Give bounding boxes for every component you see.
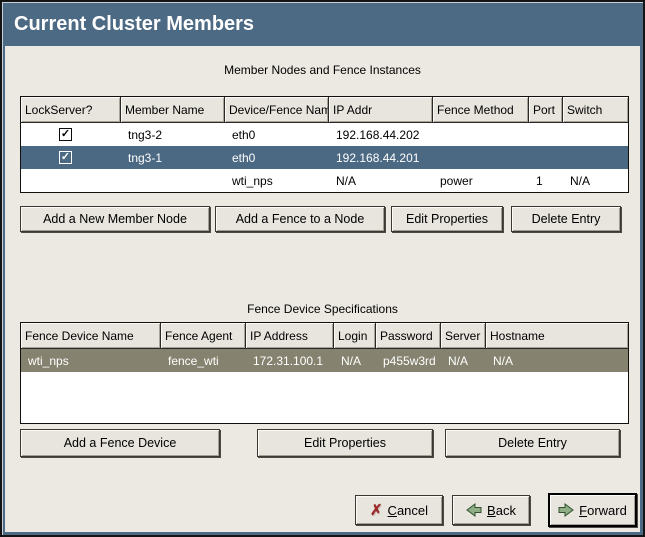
title-bar: Current Cluster Members bbox=[2, 2, 643, 46]
fence-delete-entry-button[interactable]: Delete Entry bbox=[445, 429, 620, 457]
add-fence-to-node-label: Add a Fence to a Node bbox=[235, 212, 365, 226]
ip-addr-cell: N/A bbox=[336, 173, 357, 188]
lockserver-cell bbox=[21, 151, 121, 164]
fence-column-ip-address[interactable]: IP Address bbox=[246, 323, 334, 349]
member-table-header: LockServer? Member Name Device/Fence Nam… bbox=[21, 97, 628, 123]
fence-table: Fence Device Name Fence Agent IP Address… bbox=[20, 322, 629, 424]
fence-table-header: Fence Device Name Fence Agent IP Address… bbox=[21, 323, 628, 349]
member-name-cell: tng3-2 bbox=[128, 127, 163, 142]
page-title: Current Cluster Members bbox=[14, 12, 255, 35]
switch-cell: N/A bbox=[570, 173, 591, 188]
fence-delete-entry-label: Delete Entry bbox=[498, 436, 567, 450]
fence-column-password[interactable]: Password bbox=[376, 323, 441, 349]
table-row-selected[interactable]: wti_nps fence_wti 172.31.100.1 N/A p455w… bbox=[21, 349, 628, 372]
add-member-node-label: Add a New Member Node bbox=[43, 212, 187, 226]
fence-column-agent[interactable]: Fence Agent bbox=[161, 323, 246, 349]
member-table: LockServer? Member Name Device/Fence Nam… bbox=[20, 96, 629, 193]
member-column-device-fence-name[interactable]: Device/Fence Name bbox=[225, 97, 329, 123]
table-row[interactable]: tng3-2 eth0 192.168.44.202 bbox=[21, 123, 628, 146]
add-fence-device-label: Add a Fence Device bbox=[63, 436, 177, 450]
cancel-icon: ✗ bbox=[369, 501, 383, 519]
fence-table-caption: Fence Device Specifications bbox=[247, 302, 398, 316]
table-row[interactable]: wti_nps N/A power 1 N/A bbox=[21, 169, 628, 192]
member-column-fence-method[interactable]: Fence Method bbox=[433, 97, 529, 123]
fence-hostname-cell: N/A bbox=[493, 353, 514, 368]
fence-agent-cell: fence_wti bbox=[168, 353, 219, 368]
back-arrow-icon bbox=[466, 503, 482, 517]
ip-addr-cell: 192.168.44.201 bbox=[336, 150, 420, 165]
member-delete-entry-button[interactable]: Delete Entry bbox=[511, 206, 621, 232]
member-delete-entry-label: Delete Entry bbox=[531, 212, 601, 226]
member-edit-properties-button[interactable]: Edit Properties bbox=[391, 206, 503, 232]
back-button[interactable]: Back bbox=[452, 495, 530, 525]
lockserver-cell bbox=[21, 128, 121, 141]
device-fence-name-cell: eth0 bbox=[232, 150, 256, 165]
fence-edit-properties-label: Edit Properties bbox=[304, 436, 386, 450]
fence-server-cell: N/A bbox=[448, 353, 469, 368]
fence-column-login[interactable]: Login bbox=[334, 323, 376, 349]
fence-password-cell: p455w3rd bbox=[383, 353, 436, 368]
member-edit-properties-label: Edit Properties bbox=[406, 212, 488, 226]
device-fence-name-cell: eth0 bbox=[232, 127, 256, 142]
port-cell: 1 bbox=[536, 173, 543, 188]
device-fence-name-cell: wti_nps bbox=[232, 173, 273, 188]
fence-login-cell: N/A bbox=[341, 353, 362, 368]
forward-button[interactable]: Forward bbox=[548, 493, 637, 527]
cancel-label: Cancel bbox=[387, 502, 429, 518]
table-row-selected[interactable]: tng3-1 eth0 192.168.44.201 bbox=[21, 146, 628, 169]
lockserver-checkbox[interactable] bbox=[59, 151, 72, 164]
back-label: Back bbox=[487, 502, 516, 518]
ip-addr-cell: 192.168.44.202 bbox=[336, 127, 420, 142]
fence-column-hostname[interactable]: Hostname bbox=[486, 323, 628, 349]
forward-arrow-icon bbox=[558, 503, 574, 517]
member-column-ip-addr[interactable]: IP Addr bbox=[329, 97, 433, 123]
fence-column-device-name[interactable]: Fence Device Name bbox=[21, 323, 161, 349]
fence-table-empty-area[interactable] bbox=[21, 372, 628, 423]
fence-edit-properties-button[interactable]: Edit Properties bbox=[257, 429, 433, 457]
member-column-lockserver[interactable]: LockServer? bbox=[21, 97, 121, 123]
add-member-node-button[interactable]: Add a New Member Node bbox=[20, 206, 210, 232]
lockserver-checkbox[interactable] bbox=[59, 128, 72, 141]
fence-device-name-cell: wti_nps bbox=[28, 353, 69, 368]
member-column-port[interactable]: Port bbox=[529, 97, 563, 123]
add-fence-device-button[interactable]: Add a Fence Device bbox=[20, 429, 220, 457]
fence-method-cell: power bbox=[440, 173, 473, 188]
fence-ip-address-cell: 172.31.100.1 bbox=[253, 353, 324, 368]
member-column-member-name[interactable]: Member Name bbox=[121, 97, 225, 123]
content-area: Member Nodes and Fence Instances LockSer… bbox=[5, 46, 640, 532]
member-name-cell: tng3-1 bbox=[128, 150, 163, 165]
forward-label: Forward bbox=[579, 502, 627, 518]
cancel-button[interactable]: ✗ Cancel bbox=[355, 495, 443, 525]
member-column-switch[interactable]: Switch bbox=[563, 97, 628, 123]
member-table-caption: Member Nodes and Fence Instances bbox=[224, 63, 421, 77]
fence-column-server[interactable]: Server bbox=[441, 323, 486, 349]
add-fence-to-node-button[interactable]: Add a Fence to a Node bbox=[215, 206, 385, 232]
